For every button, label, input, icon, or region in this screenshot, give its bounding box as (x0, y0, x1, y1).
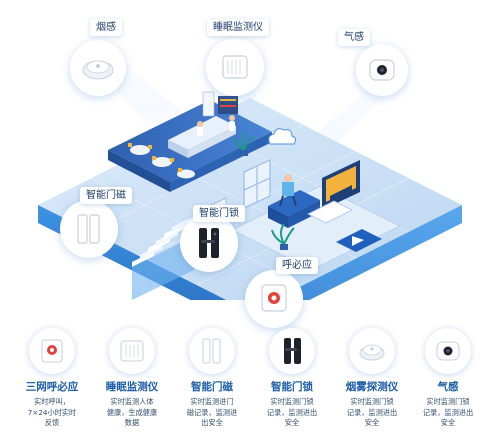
smoke-detector-icon (359, 344, 385, 361)
legend-item-sleep: 睡眠监测仪 实时监测人体健康，生成健康数据 (91, 328, 173, 429)
door-magnet-circle (60, 200, 118, 258)
legend-item-door-lock: 智能门锁 实时监测门锁记录，监测进出安全 (251, 328, 333, 429)
legend-desc: 实时监测人体健康，生成健康数据 (106, 397, 158, 427)
sleep-monitor-icon (120, 340, 144, 362)
window-frame (243, 159, 271, 209)
legend-title: 气感 (437, 381, 459, 393)
legend-item-gas: 气感 实时监测门锁记录，监测进出安全 (407, 328, 489, 429)
legend-title: 智能门磁 (191, 381, 233, 393)
door-lock-icon (284, 338, 301, 364)
callout-door-lock: 智能门锁 (193, 205, 245, 222)
legend-item-call: 三网呼必应 实时呼叫，7×24小时实时反馈 (11, 328, 93, 429)
door-lock-circle (180, 214, 238, 272)
legend-desc: 实时监测进门磁记录，监测进出安全 (186, 397, 238, 427)
callout-gas: 气感 (338, 29, 370, 46)
legend-title: 智能门锁 (271, 381, 313, 393)
door-lock-icon (199, 228, 219, 258)
legend-item-smoke: 烟雾探测仪 实时监测门锁记录，监测进出安全 (331, 328, 413, 429)
legend-desc: 实时监测门锁记录，监测进出安全 (346, 397, 398, 427)
legend-title: 睡眠监测仪 (105, 381, 159, 393)
callout-smoke: 烟感 (90, 19, 122, 36)
door-magnet-icon (77, 214, 100, 244)
sleep-monitor-circle (206, 38, 264, 96)
call-button-icon (261, 284, 287, 312)
legend-desc: 实时监测门锁记录，监测进出安全 (422, 397, 474, 427)
callout-door-magnet: 智能门磁 (80, 187, 132, 204)
door-magnet-icon (202, 338, 221, 364)
sleep-monitor-icon (222, 55, 248, 79)
cloud-plant-decor (233, 128, 297, 156)
gas-sensor-icon (436, 341, 460, 361)
smoke-detector-icon (82, 60, 114, 80)
smoke-detector-circle (70, 40, 126, 96)
legend-item-door-magnet: 智能门磁 实时监测进门磁记录，监测进出安全 (171, 328, 253, 429)
legend-title: 三网呼必应 (25, 381, 79, 393)
stairs (132, 216, 194, 300)
gas-sensor-circle (356, 44, 408, 96)
callout-sleep: 睡眠监测仪 (207, 19, 269, 36)
callout-call: 呼必应 (276, 257, 318, 274)
call-button-circle (245, 270, 303, 328)
living-room (230, 160, 402, 271)
kitchen-dining-room (108, 91, 272, 192)
legend-desc: 实时监测门锁记录，监测进出安全 (266, 397, 318, 427)
call-button-icon (41, 339, 63, 363)
gas-sensor-icon (369, 59, 395, 81)
legend-title: 烟雾探测仪 (345, 381, 399, 393)
legend-desc: 实时呼叫，7×24小时实时反馈 (27, 397, 77, 427)
